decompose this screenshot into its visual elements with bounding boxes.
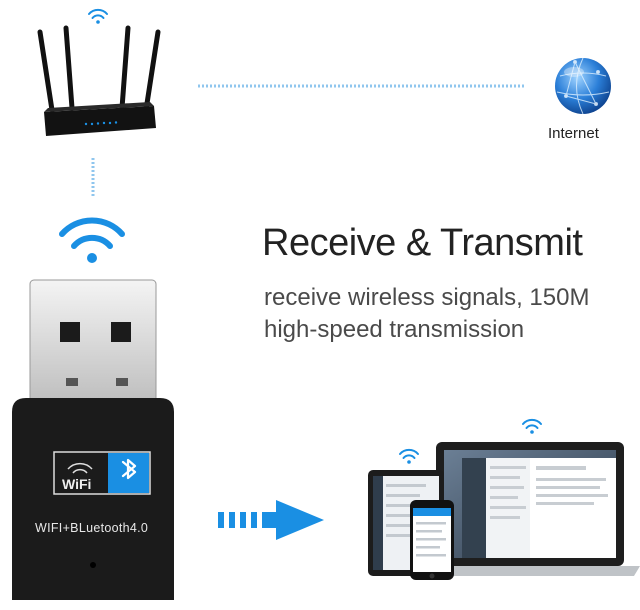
tablet-icon [368, 470, 444, 576]
wifi-icon [399, 448, 419, 464]
subline: receive wireless signals, 150M high-spee… [264, 284, 590, 343]
wifi-icon [67, 462, 93, 474]
internet-label: Internet [548, 125, 599, 142]
wifi-icon [59, 217, 125, 263]
router-icon [37, 25, 161, 136]
usb-dongle [12, 279, 174, 600]
wifi-icon [88, 8, 108, 24]
wifi-icon [522, 418, 542, 434]
phone-icon [410, 500, 454, 580]
globe-icon [555, 57, 611, 115]
headline: Receive & Transmit [262, 222, 583, 264]
bluetooth-icon [121, 458, 137, 480]
arrow-right-icon [218, 500, 324, 540]
laptop-icon [420, 442, 640, 576]
dongle-model-text: WIFI+BLuetooth4.0 [35, 521, 148, 535]
wifi-badge-text: WiFi [62, 476, 91, 492]
